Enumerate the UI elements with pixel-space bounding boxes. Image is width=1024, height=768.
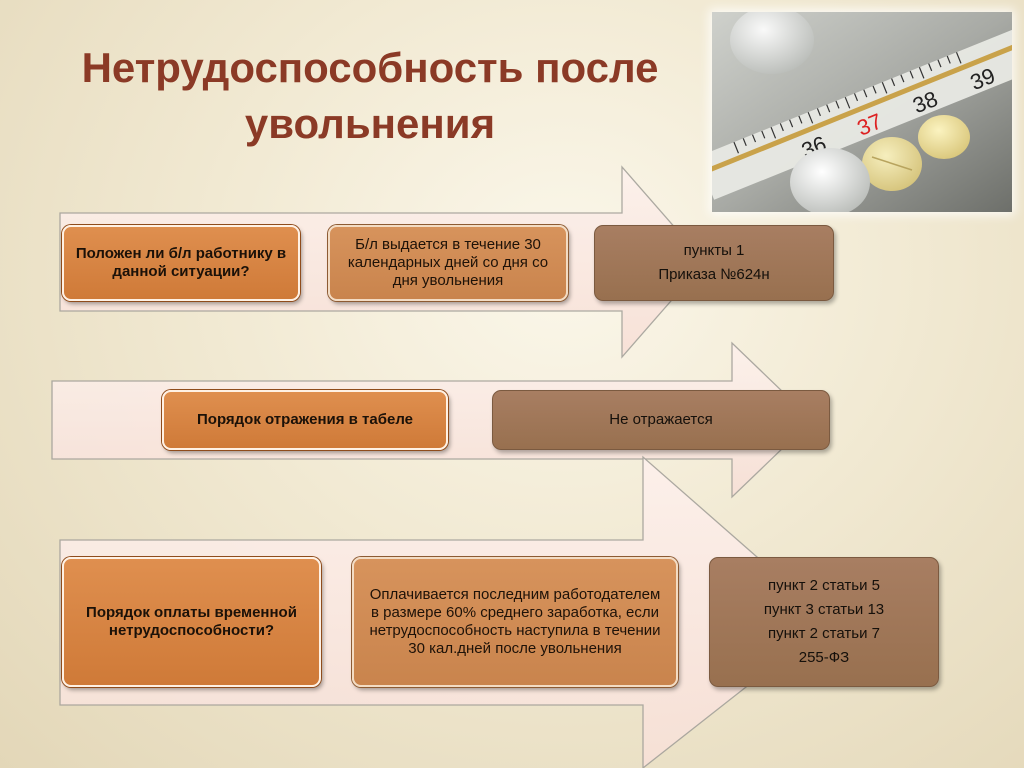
question-box-2: Порядок отражения в табеле — [162, 390, 448, 450]
answer-box-2: Не отражается — [492, 390, 830, 450]
question-text-1: Положен ли б/л работнику в данной ситуац… — [75, 245, 287, 280]
answer-text-2: Не отражается — [609, 411, 713, 428]
answer-text-3: Оплачивается последним работодателем в р… — [369, 586, 661, 657]
reference-line-3-1: пункт 2 статьи 5 — [768, 577, 880, 594]
thermometer-icon: 36 37 38 39 — [712, 12, 1012, 212]
reference-line-3-4: 255-ФЗ — [798, 649, 850, 666]
question-box-1: Положен ли б/л работнику в данной ситуац… — [62, 225, 300, 301]
question-text-2: Порядок отражения в табеле — [197, 411, 413, 428]
thermometer-pills-image: 36 37 38 39 — [712, 12, 1012, 212]
page-title: Нетрудоспособность после увольнения — [81, 44, 659, 147]
reference-line-1-2: Приказа №624н — [658, 266, 770, 283]
reference-line-3-3: пункт 2 статьи 7 — [768, 625, 880, 642]
reference-line-1-1: пункты 1 — [683, 242, 745, 259]
question-text-3: Порядок оплаты временной нетрудоспособно… — [86, 604, 297, 639]
answer-box-3: Оплачивается последним работодателем в р… — [352, 557, 678, 687]
reference-box-1: пункты 1 Приказа №624н — [594, 225, 834, 301]
reference-line-3-2: пункт 3 статьи 13 — [763, 601, 885, 618]
answer-box-1: Б/л выдается в течение 30 календарных дн… — [328, 225, 568, 301]
reference-box-3: пункт 2 статьи 5 пункт 3 статьи 13 пункт… — [709, 557, 939, 687]
answer-text-1: Б/л выдается в течение 30 календарных дн… — [347, 236, 549, 289]
question-box-3: Порядок оплаты временной нетрудоспособно… — [62, 557, 321, 687]
